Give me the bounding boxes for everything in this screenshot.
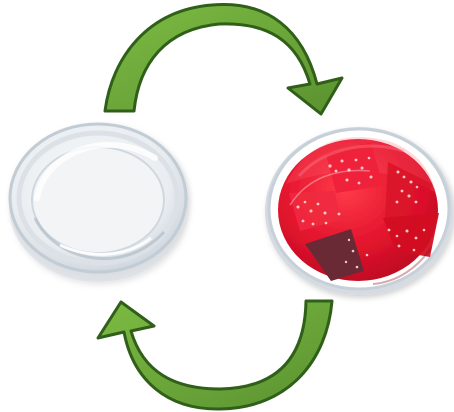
culture-petri-dish xyxy=(265,127,453,295)
bottom-curved-arrow xyxy=(98,301,332,409)
top-curved-arrow xyxy=(105,4,342,114)
empty-petri-dish xyxy=(9,124,187,282)
